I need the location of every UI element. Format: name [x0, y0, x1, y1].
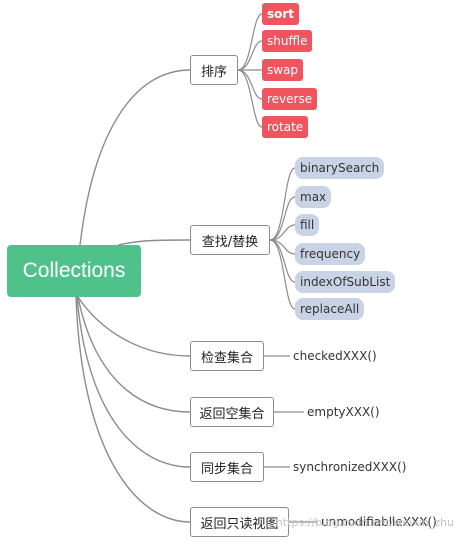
leaf-readonly-view[interactable]: unmodifiablleXXX() — [321, 515, 437, 529]
method-swap[interactable]: swap — [262, 59, 304, 81]
connector-root-sort — [79, 69, 191, 246]
method-fill[interactable]: fill — [295, 214, 320, 236]
category-checked[interactable]: 检查集合 — [190, 341, 264, 371]
root-node-collections[interactable]: Collections — [7, 245, 141, 297]
method-max[interactable]: max — [295, 186, 332, 208]
method-shuffle[interactable]: shuffle — [262, 30, 313, 52]
method-replaceall[interactable]: replaceAll — [295, 298, 365, 320]
connector-root-readonly — [75, 296, 191, 523]
connector-root-search — [117, 239, 191, 246]
connector-root-sync — [76, 296, 191, 468]
method-reverse[interactable]: reverse — [262, 88, 318, 110]
connector-root-checked — [77, 296, 191, 357]
category-synchronized[interactable]: 同步集合 — [190, 452, 264, 482]
method-sort[interactable]: sort — [262, 3, 300, 25]
method-binarysearch[interactable]: binarySearch — [295, 157, 385, 179]
leaf-checked[interactable]: checkedXXX() — [293, 349, 377, 363]
method-rotate[interactable]: rotate — [262, 116, 309, 138]
category-empty[interactable]: 返回空集合 — [190, 397, 274, 427]
category-search-replace[interactable]: 查找/替换 — [190, 225, 270, 255]
method-indexofsublist[interactable]: indexOfSubList — [295, 271, 396, 293]
category-sort[interactable]: 排序 — [190, 55, 238, 85]
watermark: https://blog.csdn.net/weixin_zhu — [275, 516, 454, 529]
connector-root-empty — [77, 296, 191, 413]
category-readonly-view[interactable]: 返回只读视图 — [190, 507, 289, 537]
leaf-synchronized[interactable]: synchronizedXXX() — [293, 460, 407, 474]
method-frequency[interactable]: frequency — [295, 243, 366, 265]
leaf-empty[interactable]: emptyXXX() — [307, 405, 380, 419]
